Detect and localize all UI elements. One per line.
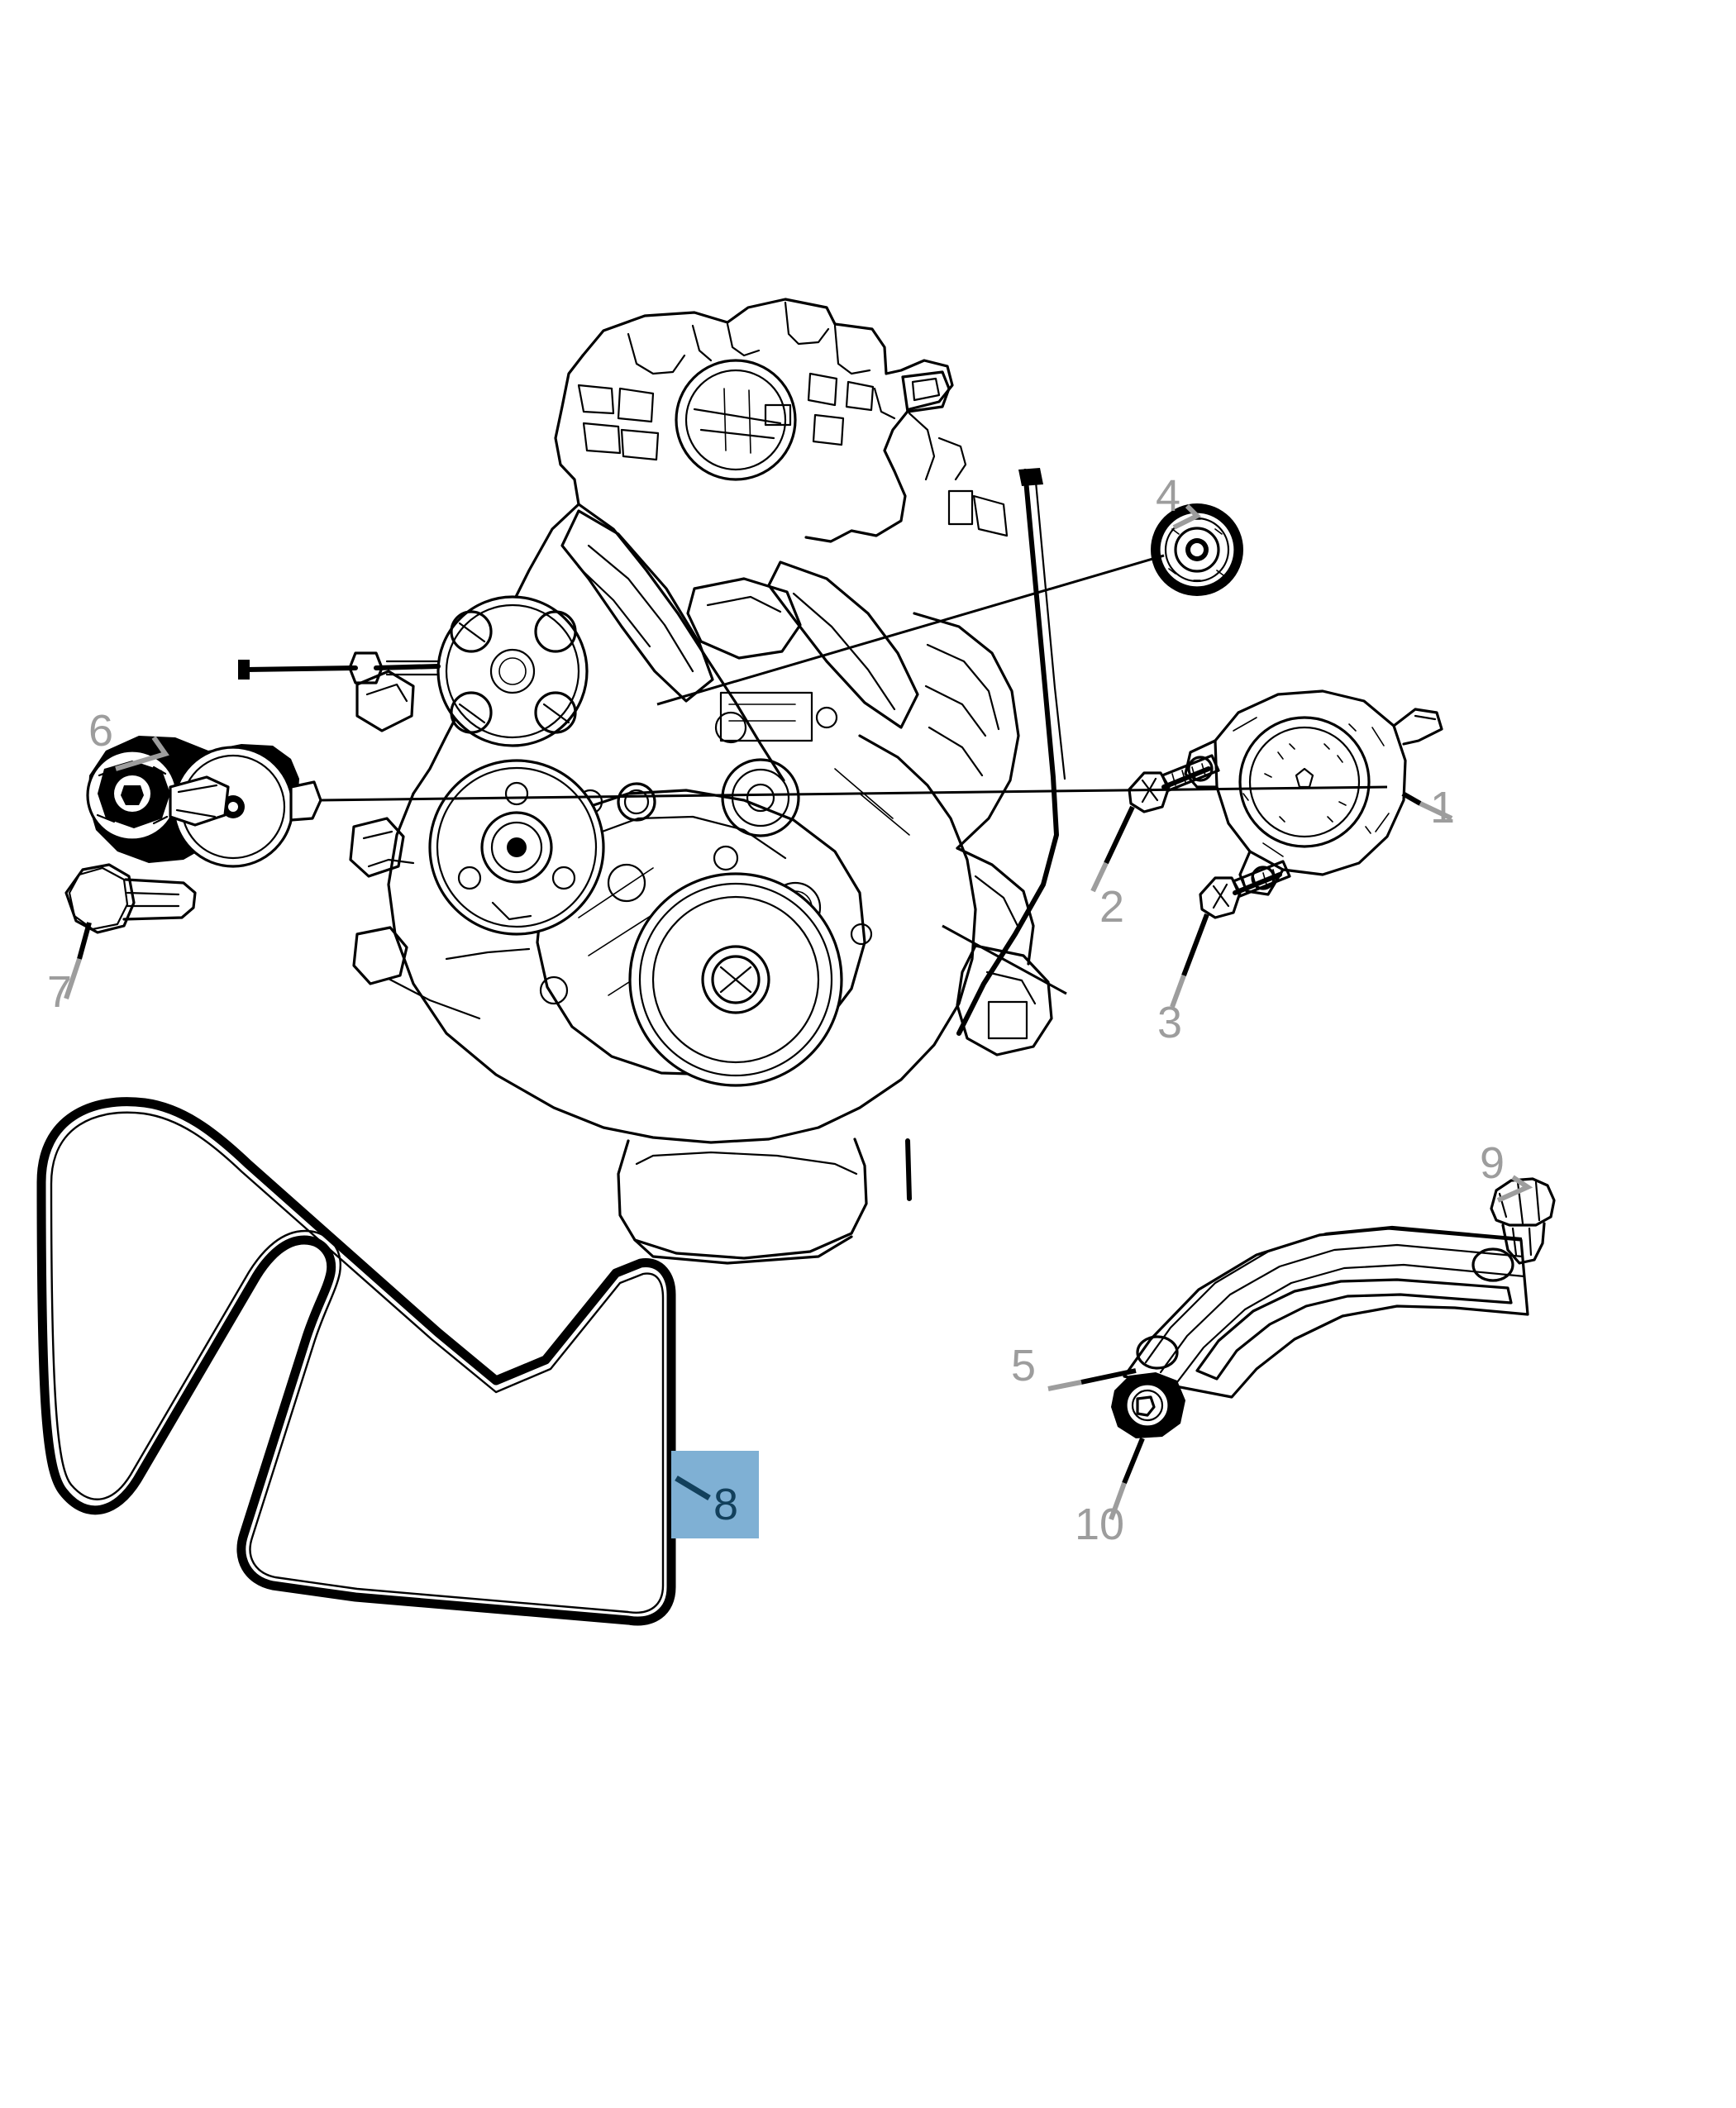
block-plug <box>617 782 656 822</box>
belt-tensioner <box>86 736 322 868</box>
tensioner-bolt <box>64 863 197 934</box>
callout-8[interactable]: 8 <box>713 1480 738 1529</box>
highlight-callout-8[interactable]: 8 <box>671 1451 759 1538</box>
callout-9[interactable]: 9 <box>1480 1138 1505 1188</box>
exhaust-stub <box>905 1138 912 1201</box>
bolt-lower <box>1199 860 1291 919</box>
leader-2 <box>1090 861 1109 893</box>
leader-1 <box>1419 801 1453 821</box>
leader-10-tip <box>1122 1437 1145 1485</box>
leader-tensioner-to-pump <box>320 785 1388 802</box>
callout-labels: 1 2 3 4 5 6 7 9 10 <box>47 471 1505 1549</box>
leader-2-tip <box>1104 805 1135 865</box>
block-center-pulley <box>721 758 800 837</box>
leader-lines <box>64 503 1533 1521</box>
leader-6 <box>115 736 169 771</box>
leader-3-tip <box>1181 913 1209 977</box>
engine-assembly <box>238 298 1066 1265</box>
brace-bracket <box>1123 1225 1529 1399</box>
leader-5 <box>1047 1380 1082 1391</box>
highlight-box[interactable] <box>671 1451 759 1538</box>
engine-block <box>349 503 1053 1265</box>
callout-10[interactable]: 10 <box>1075 1500 1124 1549</box>
flange-nut <box>1111 1372 1185 1438</box>
power-steering-pump <box>1184 689 1443 896</box>
callout-6[interactable]: 6 <box>88 706 113 756</box>
leader-7-tip <box>77 922 92 960</box>
leader-9 <box>1496 1175 1533 1203</box>
callout-7[interactable]: 7 <box>47 967 72 1017</box>
ac-compressor-pulley <box>436 595 589 747</box>
water-pump-pulley <box>428 759 605 936</box>
dipstick-rod <box>238 651 441 684</box>
dipstick-tube <box>956 468 1066 1036</box>
intake-manifold-group <box>554 298 1009 543</box>
callout-2[interactable]: 2 <box>1099 882 1124 932</box>
callout-5[interactable]: 5 <box>1011 1341 1036 1390</box>
leader-3 <box>1170 974 1186 1009</box>
leader-1-tip <box>1401 791 1422 806</box>
bolt-upper <box>1128 754 1220 813</box>
block-plug-inner <box>623 789 650 815</box>
leader-8 <box>675 1475 711 1501</box>
leader-4 <box>1172 503 1202 530</box>
callout-3[interactable]: 3 <box>1157 998 1182 1047</box>
crankshaft-balancer-pulley <box>628 872 843 1087</box>
leader-10 <box>1109 1481 1127 1521</box>
leader-block-to-idler <box>656 554 1165 706</box>
leader-7 <box>64 958 82 999</box>
stud-bolt <box>1490 1177 1556 1265</box>
serpentine-drive-belt <box>36 1097 676 1626</box>
callout-1[interactable]: 1 <box>1430 783 1455 832</box>
leader-block-detail <box>942 924 1067 995</box>
leader-5-tip <box>1080 1368 1137 1385</box>
callout-4[interactable]: 4 <box>1156 471 1180 521</box>
